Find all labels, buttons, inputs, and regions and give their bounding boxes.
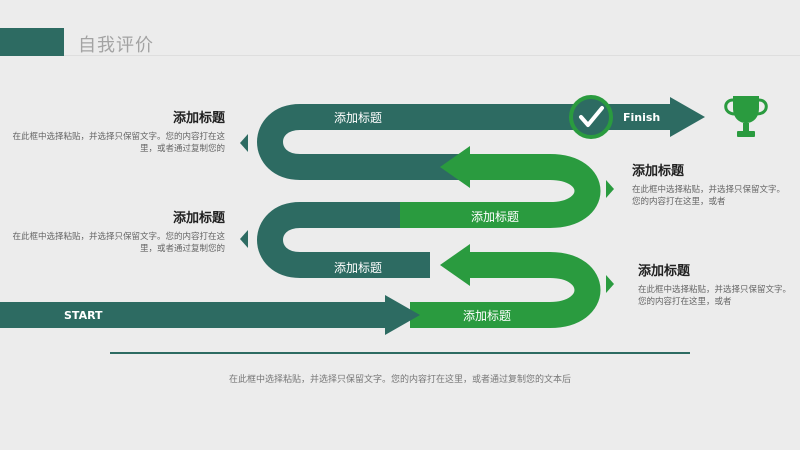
path-label-4: 添加标题: [463, 309, 511, 323]
start-bar: [0, 295, 420, 335]
chevron-right-icon: [606, 275, 614, 293]
path-green-segment-2: [410, 252, 601, 328]
chevron-right-icon: [606, 180, 614, 198]
start-label: START: [64, 309, 103, 322]
block-title: 添加标题: [172, 211, 225, 226]
text-block-1: 添加标题 在此框中选择粘贴，并选择只保留文字。您的内容打在这里，或者通过复制您的: [10, 107, 225, 155]
path-label-2: 添加标题: [471, 210, 519, 224]
path-dark-segment-1: [257, 104, 460, 180]
block-body: 在此框中选择粘贴，并选择只保留文字。您的内容打在这里，或者通过复制您的: [12, 132, 225, 154]
finish-label: Finish: [623, 111, 660, 124]
block-title: 添加标题: [638, 264, 691, 279]
header-accent-bar: [0, 28, 64, 56]
path-label-3: 添加标题: [334, 261, 382, 275]
check-icon: [569, 95, 613, 139]
arrowhead-left-1: [440, 146, 470, 188]
footer-text: 在此框中选择粘贴，并选择只保留文字。您的内容打在这里，或者通过复制您的文本后: [228, 375, 571, 385]
block-body: 在此框中选择粘贴，并选择只保留文字。您的内容打在这里，或者通过复制您的: [12, 232, 225, 254]
chevron-left-icon: [240, 230, 248, 248]
block-title: 添加标题: [172, 111, 225, 126]
page-title: 自我评价: [78, 35, 154, 56]
path-green-segment-1: [400, 154, 601, 228]
text-block-2: 添加标题 在此框中选择粘贴，并选择只保留文字。您的内容打在这里，或者通过复制您的: [10, 207, 225, 255]
block-body: 在此框中选择粘贴，并选择只保留文字。您的内容打在这里，或者: [638, 285, 792, 307]
path-dark-segment-2: [257, 202, 430, 278]
text-block-4: 添加标题 在此框中选择粘贴，并选择只保留文字。您的内容打在这里，或者: [638, 260, 798, 308]
text-block-3: 添加标题 在此框中选择粘贴，并选择只保留文字。您的内容打在这里，或者: [632, 160, 792, 208]
header-divider: [64, 55, 800, 56]
block-body: 在此框中选择粘贴，并选择只保留文字。您的内容打在这里，或者: [632, 185, 786, 207]
path-label-1: 添加标题: [334, 111, 382, 125]
arrowhead-left-2: [440, 244, 470, 286]
trophy-icon: [724, 96, 768, 137]
block-title: 添加标题: [632, 164, 685, 179]
chevron-left-icon: [240, 134, 248, 152]
footer-divider: [110, 352, 690, 354]
